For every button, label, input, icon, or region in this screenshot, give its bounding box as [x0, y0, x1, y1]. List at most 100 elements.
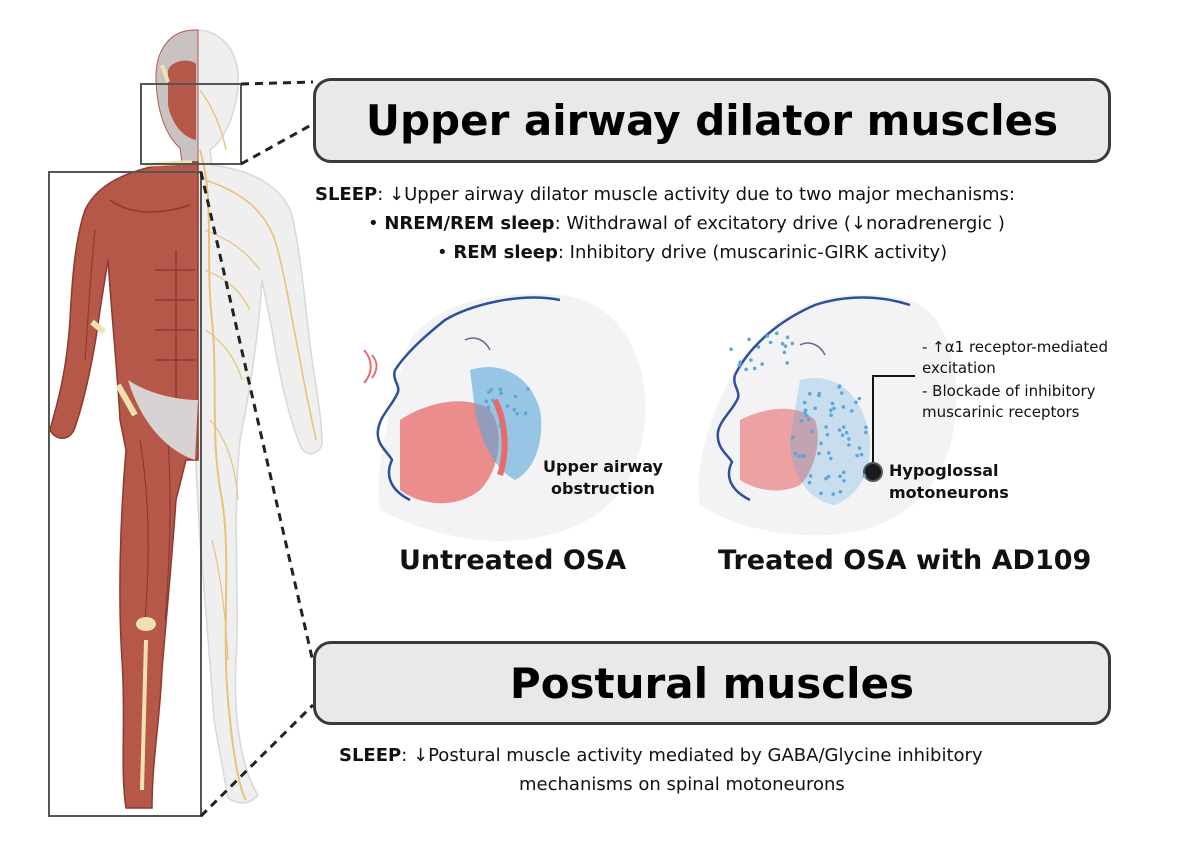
receptor-dot: [738, 360, 742, 364]
receptor-dot: [513, 394, 518, 399]
motoneuron-pointer-line: [872, 375, 915, 468]
receptor-dot: [841, 425, 846, 429]
receptor-dot: [486, 390, 491, 395]
receptor-dot: [841, 470, 846, 475]
receptor-dot: [802, 454, 806, 458]
receptor-dot: [849, 409, 854, 413]
receptor-dot: [837, 384, 842, 388]
receptor-dot: [838, 489, 843, 494]
receptor-dot: [817, 393, 821, 398]
postural-sleep-line: SLEEP: ↓Postural muscle activity mediate…: [339, 745, 983, 766]
receptor-dot: [489, 387, 494, 392]
upper-airway-obstruction-label: Upper airway obstruction: [543, 457, 663, 498]
receptor-dot: [752, 366, 757, 371]
receptor-dot: [803, 408, 808, 413]
receptor-dot: [484, 399, 489, 404]
receptor-dot: [783, 344, 788, 348]
receptor-dot: [499, 391, 503, 395]
receptor-dot: [830, 401, 835, 406]
receptor-dot: [756, 345, 761, 349]
receptor-dot: [819, 491, 823, 496]
untreated-osa-caption: Untreated OSA: [399, 545, 627, 576]
receptor-dot: [799, 419, 804, 423]
receptor-dot: [857, 396, 862, 401]
muscular-system-half: [49, 29, 199, 809]
receptor-dot: [817, 451, 821, 456]
receptor-dot: [807, 480, 812, 485]
receptor-dot: [729, 347, 733, 352]
receptor-dot: [825, 432, 830, 437]
receptor-dot: [826, 451, 831, 455]
bullet-nrem-rem: • NREM/REM sleep: Withdrawal of excitato…: [368, 213, 1005, 234]
receptor-dot: [842, 479, 846, 483]
receptor-dot: [840, 391, 844, 395]
sleep-label: SLEEP: [315, 184, 378, 205]
receptor-dot: [780, 341, 785, 346]
receptor-dot: [810, 429, 814, 434]
receptor-dot: [824, 476, 828, 481]
receptor-dot: [526, 387, 530, 391]
postural-title: Postural muscles: [509, 658, 915, 708]
receptor-dot: [831, 492, 836, 496]
bullet-rem: • REM sleep: Inhibitory drive (muscarini…: [437, 242, 948, 263]
nervous-system-half: [194, 29, 323, 804]
receptor-dot: [498, 387, 503, 392]
receptor-dot: [785, 335, 790, 340]
head-selection-box: [140, 83, 242, 165]
receptor-dot: [819, 441, 823, 446]
body-selection-box: [48, 171, 202, 817]
receptor-dot: [785, 361, 790, 365]
receptor-dot: [790, 435, 795, 440]
hypoglossal-motoneuron-dot: [863, 462, 883, 482]
receptor-dot: [802, 400, 807, 405]
receptor-dot: [768, 340, 773, 345]
treated-head-illustration: [698, 294, 957, 536]
receptor-dot: [854, 400, 858, 405]
receptor-dot: [505, 404, 510, 408]
receptor-dot: [855, 453, 859, 458]
receptor-dot: [863, 430, 868, 435]
receptor-dot: [841, 405, 846, 409]
receptor-dot: [844, 430, 849, 435]
treated-note-blockade: - Blockade of inhibitory muscarinic rece…: [922, 382, 1096, 421]
receptor-dot: [498, 424, 503, 428]
receptor-dot: [790, 341, 795, 346]
receptor-dot: [840, 433, 845, 437]
bullet-rem-text: : Inhibitory drive (muscarinic-GIRK acti…: [557, 242, 948, 263]
bullet-nrem-rem-text: : Withdrawal of excitatory drive (↓norad…: [554, 213, 1005, 234]
receptor-dot: [857, 446, 862, 450]
connector-line: [199, 703, 315, 818]
receptor-dot: [847, 437, 851, 441]
untreated-head-illustration: [363, 293, 646, 541]
receptor-dot: [829, 408, 833, 413]
receptor-dot: [749, 358, 753, 362]
receptor-dot: [797, 454, 801, 458]
connector-line: [240, 80, 314, 86]
postural-sleep-line-2: mechanisms on spinal motoneurons: [519, 774, 845, 795]
receptor-dot: [864, 425, 868, 430]
receptor-dot: [775, 331, 779, 336]
postural-sleep-text: : ↓Postural muscle activity mediated by …: [401, 745, 983, 766]
receptor-dot: [862, 473, 867, 478]
bullet-nrem-rem-label: NREM/REM sleep: [384, 213, 555, 234]
receptor-dot: [826, 474, 831, 479]
receptor-dot: [793, 451, 797, 456]
sleep-label: SLEEP: [339, 745, 402, 766]
receptor-dot: [782, 350, 787, 355]
receptor-dot: [813, 406, 817, 411]
receptor-dot: [523, 411, 528, 416]
receptor-dot: [737, 363, 742, 367]
receptor-dot: [804, 413, 809, 418]
receptor-dot: [808, 392, 812, 396]
receptor-dot: [744, 367, 748, 372]
receptor-dot: [765, 334, 770, 338]
receptor-dot: [760, 362, 764, 366]
receptor-dot: [808, 474, 813, 478]
receptor-dot: [515, 411, 519, 416]
receptor-dot: [824, 425, 828, 429]
receptor-dot: [486, 405, 491, 410]
postural-title-box: Postural muscles: [313, 641, 1111, 725]
receptor-dot: [828, 456, 833, 461]
